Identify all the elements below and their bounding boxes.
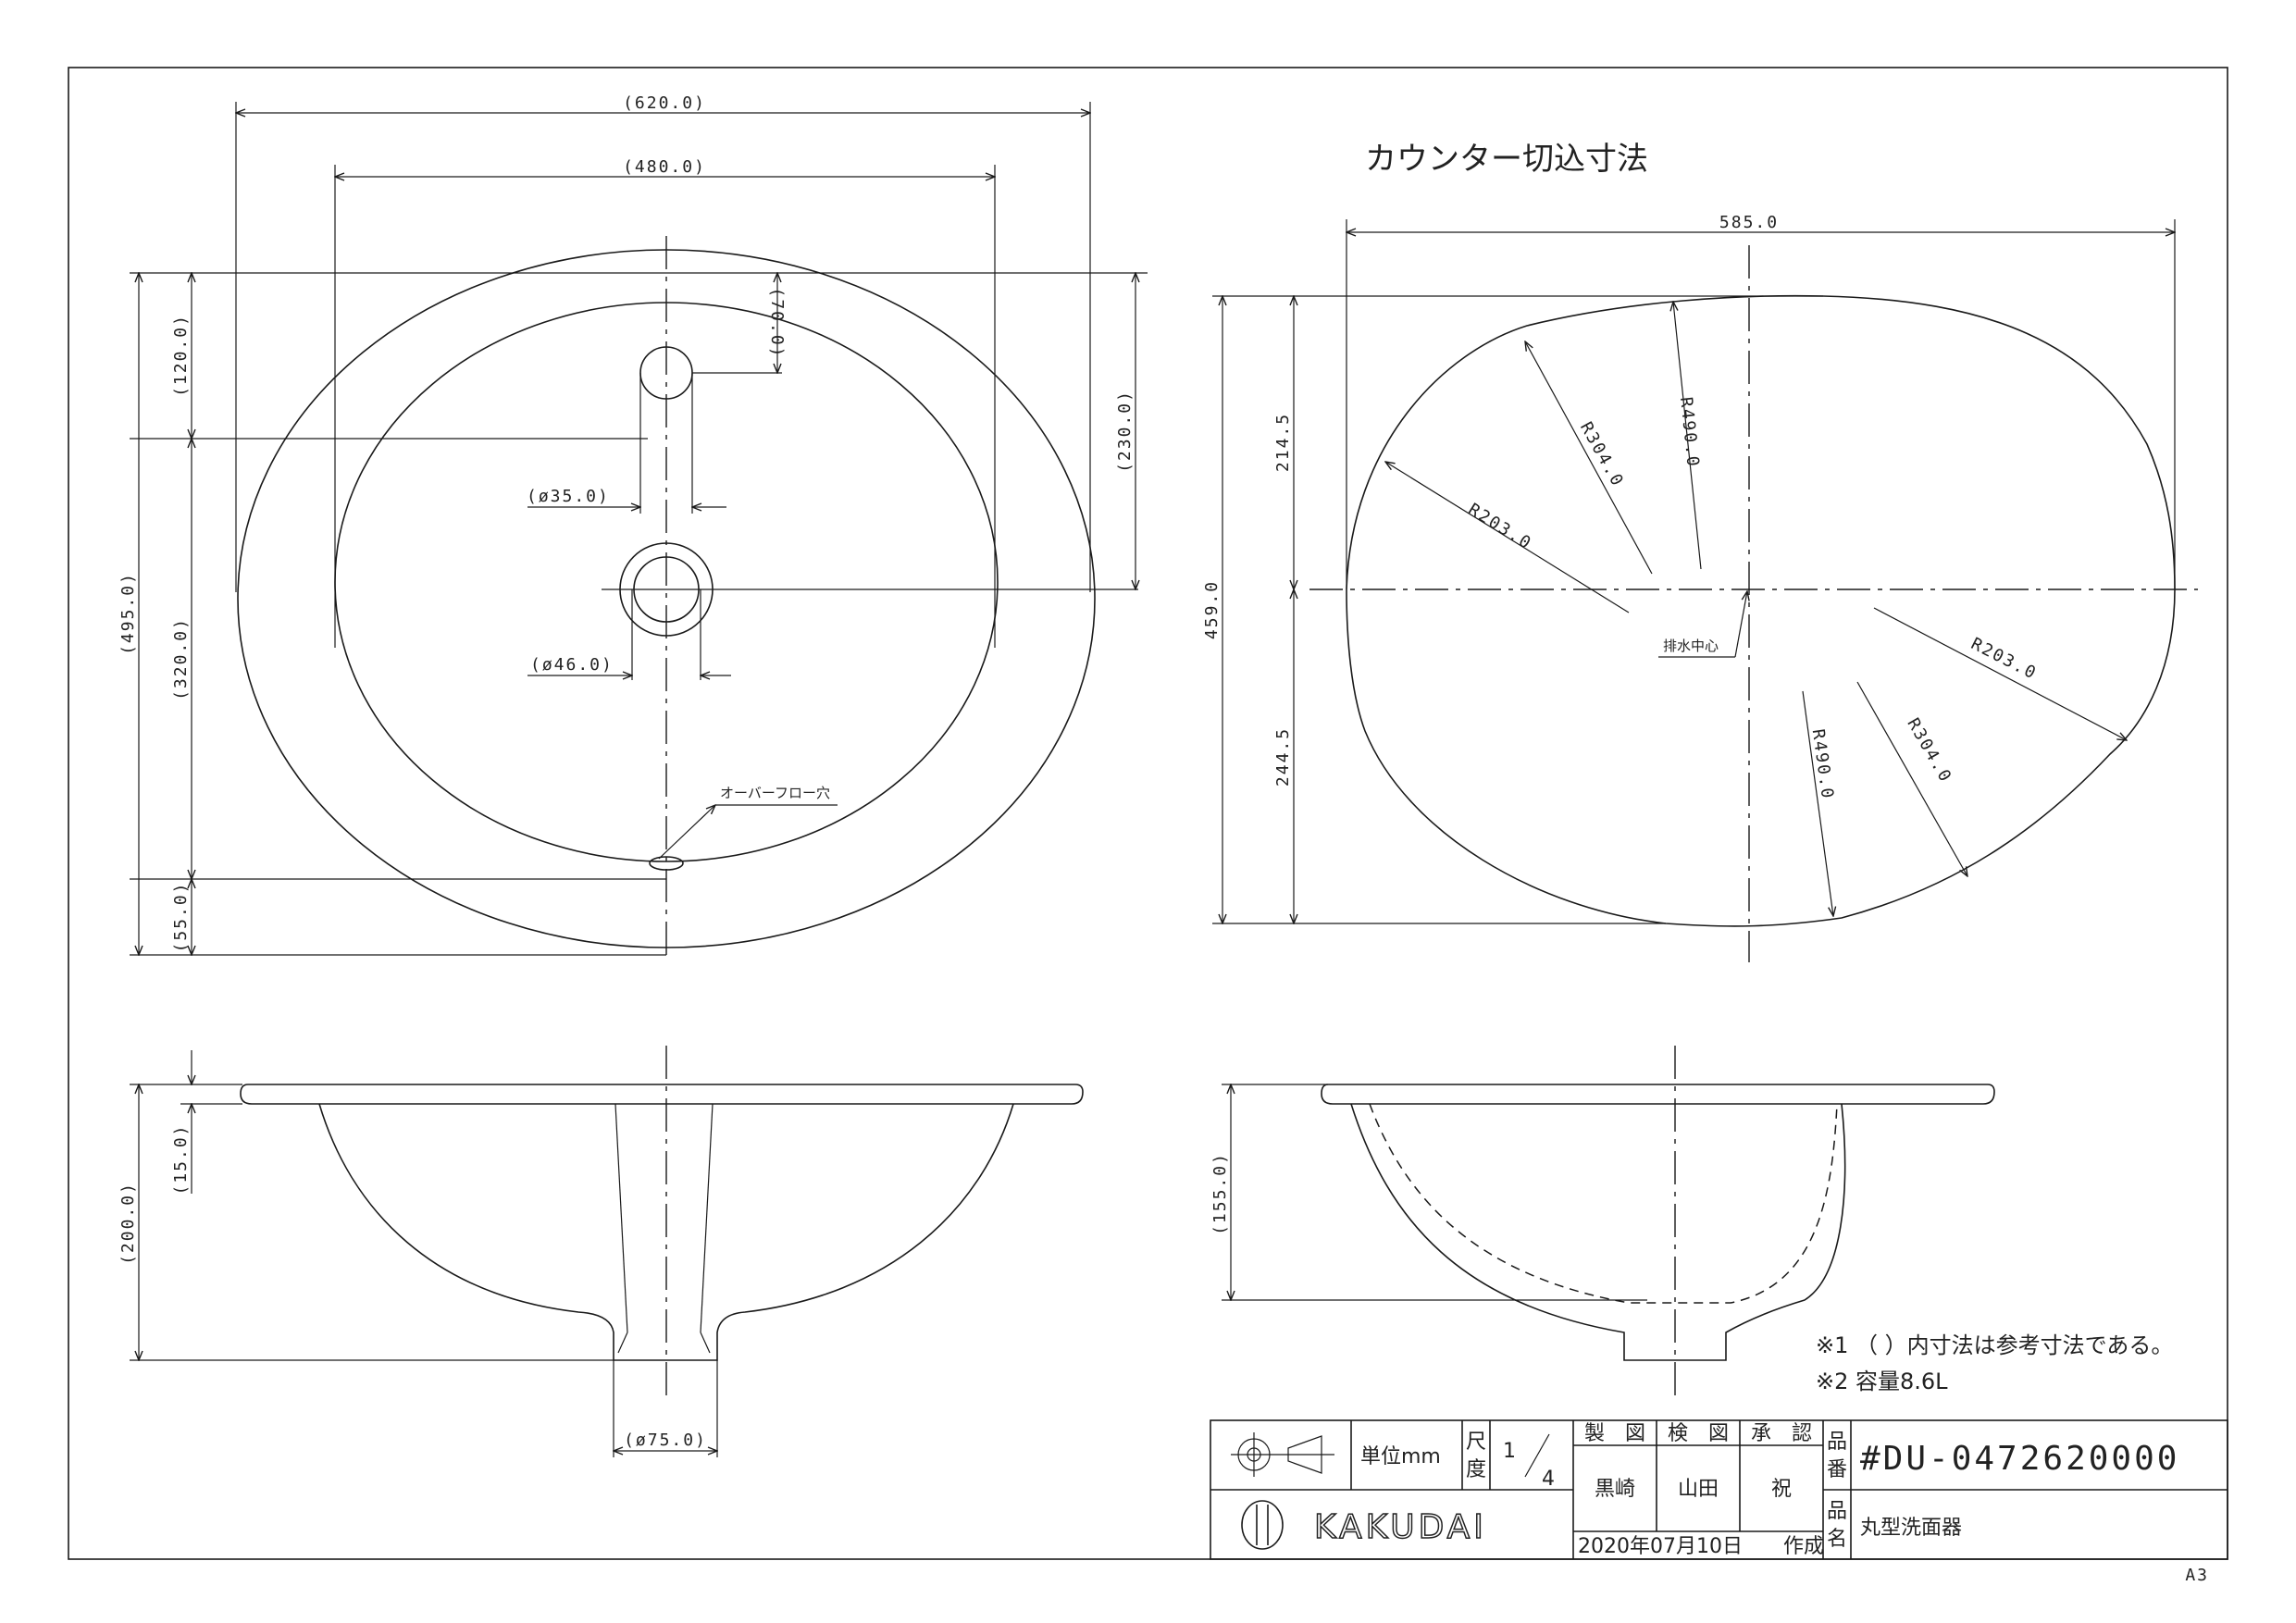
- dim-r490-upper: R490.0: [1676, 396, 1703, 469]
- dim-phi35: (ø35.0): [527, 487, 610, 506]
- dim-cutout-width: 585.0: [1719, 213, 1779, 232]
- part-name-label-2: 名: [1827, 1528, 1847, 1551]
- dim-155: (155.0): [1210, 1152, 1230, 1235]
- dim-cutout-height: 459.0: [1202, 580, 1222, 639]
- overflow-label: オーバーフロー穴: [720, 785, 830, 801]
- dim-230: (230.0): [1115, 390, 1135, 473]
- dim-55: (55.0): [171, 881, 191, 952]
- cutout-view: [1212, 219, 2198, 962]
- checked-by: 山田: [1678, 1478, 1719, 1501]
- approved-label: 承 認: [1751, 1422, 1812, 1445]
- scale-label-1: 尺: [1466, 1431, 1486, 1454]
- title-block: KAKUDAI: [1210, 1419, 2228, 1560]
- overflow-hole: [649, 856, 684, 871]
- side-view: [1222, 1046, 1995, 1402]
- made-by: 黒崎: [1595, 1478, 1635, 1501]
- made-by-label: 製 図: [1584, 1422, 1645, 1445]
- unit-label: 単位mm: [1360, 1445, 1441, 1468]
- brand-logo-text: KAKUDAI: [1314, 1508, 1487, 1546]
- creation-date: 2020年07月10日: [1578, 1535, 1743, 1558]
- sheet-border: [68, 67, 2228, 1560]
- dim-15: (15.0): [171, 1123, 191, 1195]
- dim-320: (320.0): [171, 617, 191, 700]
- dim-70: (70.0): [767, 287, 787, 358]
- checked-label: 検 図: [1668, 1422, 1729, 1445]
- dim-200: (200.0): [118, 1182, 138, 1265]
- dim-width-inner: (480.0): [623, 157, 706, 177]
- dim-cutout-lower: 244.5: [1273, 727, 1293, 787]
- created-label: 作成: [1783, 1535, 1824, 1558]
- scale-label-2: 度: [1466, 1458, 1486, 1481]
- top-view: [130, 102, 1148, 962]
- dim-r203-upper: R203.0: [1465, 500, 1535, 554]
- drain-center-label: 排水中心: [1663, 638, 1719, 654]
- cutout-title: カウンター切込寸法: [1365, 141, 1648, 178]
- part-no-label-1: 品: [1827, 1431, 1847, 1454]
- part-name-label-1: 品: [1827, 1500, 1847, 1523]
- approved-by: 祝: [1771, 1478, 1792, 1501]
- part-no-label-2: 番: [1827, 1458, 1847, 1481]
- dim-r304-upper: R304.0: [1576, 419, 1628, 491]
- note-1: ※1 （ ）内寸法は参考寸法である。: [1816, 1332, 2173, 1358]
- front-view: [130, 1046, 1084, 1457]
- part-number: #DU-0472620000: [1860, 1440, 2179, 1478]
- scale-num: 1: [1503, 1440, 1516, 1463]
- kakudai-logo: KAKUDAI: [1241, 1500, 1487, 1550]
- note-2: ※2 容量8.6L: [1816, 1369, 1948, 1394]
- dim-120: (120.0): [171, 314, 191, 397]
- dim-phi75: (ø75.0): [624, 1431, 707, 1450]
- part-name: 丸型洗面器: [1860, 1517, 1962, 1540]
- dim-cutout-upper: 214.5: [1273, 413, 1293, 472]
- dim-width-outer: (620.0): [623, 93, 706, 113]
- scale-den: 4: [1542, 1468, 1555, 1491]
- dim-phi46: (ø46.0): [530, 655, 614, 675]
- dim-495: (495.0): [118, 572, 138, 655]
- sheet-size: A3: [2185, 1566, 2209, 1585]
